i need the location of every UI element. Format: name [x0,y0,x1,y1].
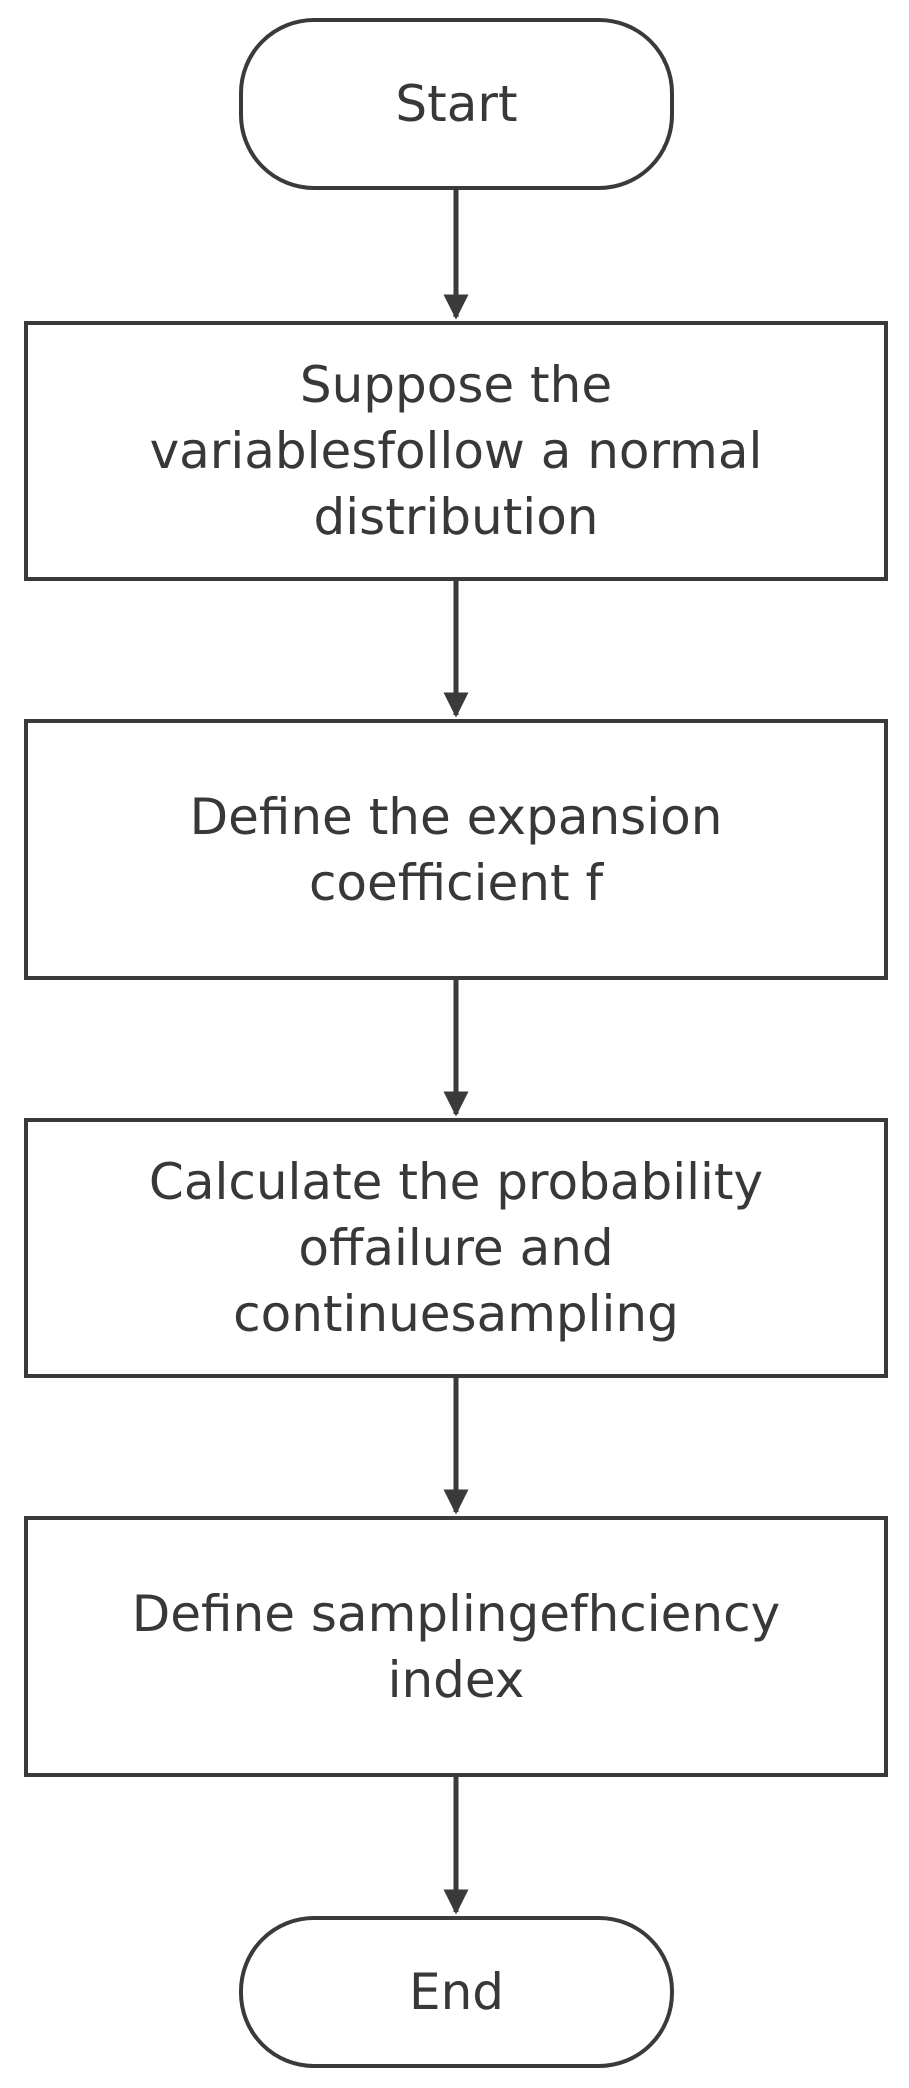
end-label: End [408,1963,505,2021]
end-terminal: End [239,1916,674,2068]
step-define-sampling-efficiency-index: Define samplingefhciency index [24,1516,888,1777]
step-suppose-normal-distribution-label: Suppose the variablesfollow a normal dis… [149,356,763,546]
step-define-expansion-coefficient-label: Define the expansion coefficient f [189,787,723,912]
step-suppose-normal-distribution: Suppose the variablesfollow a normal dis… [24,321,888,581]
start-terminal: Start [239,18,674,190]
step-define-sampling-efficiency-index-label: Define samplingefhciency index [131,1584,781,1709]
step-define-expansion-coefficient: Define the expansion coefficient f [24,719,888,980]
step-calculate-probability-of-failure: Calculate the probability offailure and … [24,1118,888,1378]
step-calculate-probability-of-failure-label: Calculate the probability offailure and … [148,1153,764,1343]
start-label: Start [395,75,518,133]
